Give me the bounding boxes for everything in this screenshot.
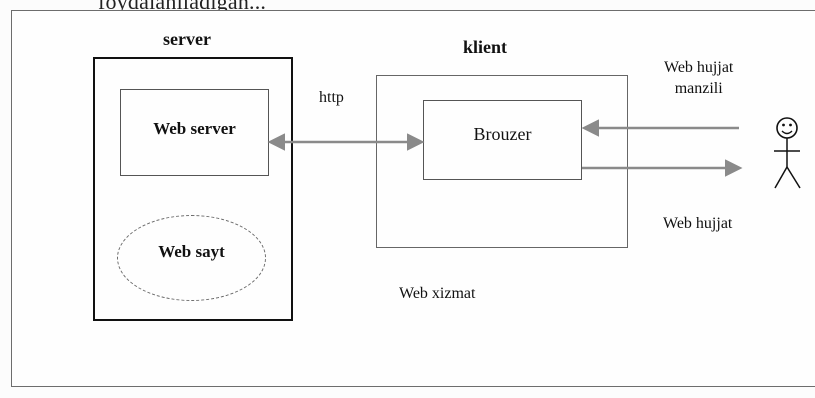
server-label: server (163, 29, 211, 49)
diagram-outer-frame (11, 10, 815, 387)
response-label: Web hujjat (663, 215, 733, 232)
server-box (93, 57, 293, 321)
client-label: klient (463, 37, 508, 57)
http-label: http (319, 89, 344, 106)
website-oval: Web sayt (117, 215, 266, 301)
client-box (376, 75, 628, 248)
web-server-box: Web server (120, 89, 269, 176)
web-server-label: Web server (153, 118, 236, 138)
cut-off-header-text: foydalaniladigan... (98, 0, 418, 12)
browser-label: Brouzer (473, 123, 532, 144)
request-label: Web hujjat manzili (664, 57, 733, 99)
request-label-line-2: manzili (674, 80, 723, 97)
website-label: Web sayt (158, 242, 225, 261)
smiley-user-icon (774, 117, 801, 189)
service-label: Web xizmat (399, 285, 476, 302)
request-label-line-1: Web hujjat (664, 59, 734, 76)
